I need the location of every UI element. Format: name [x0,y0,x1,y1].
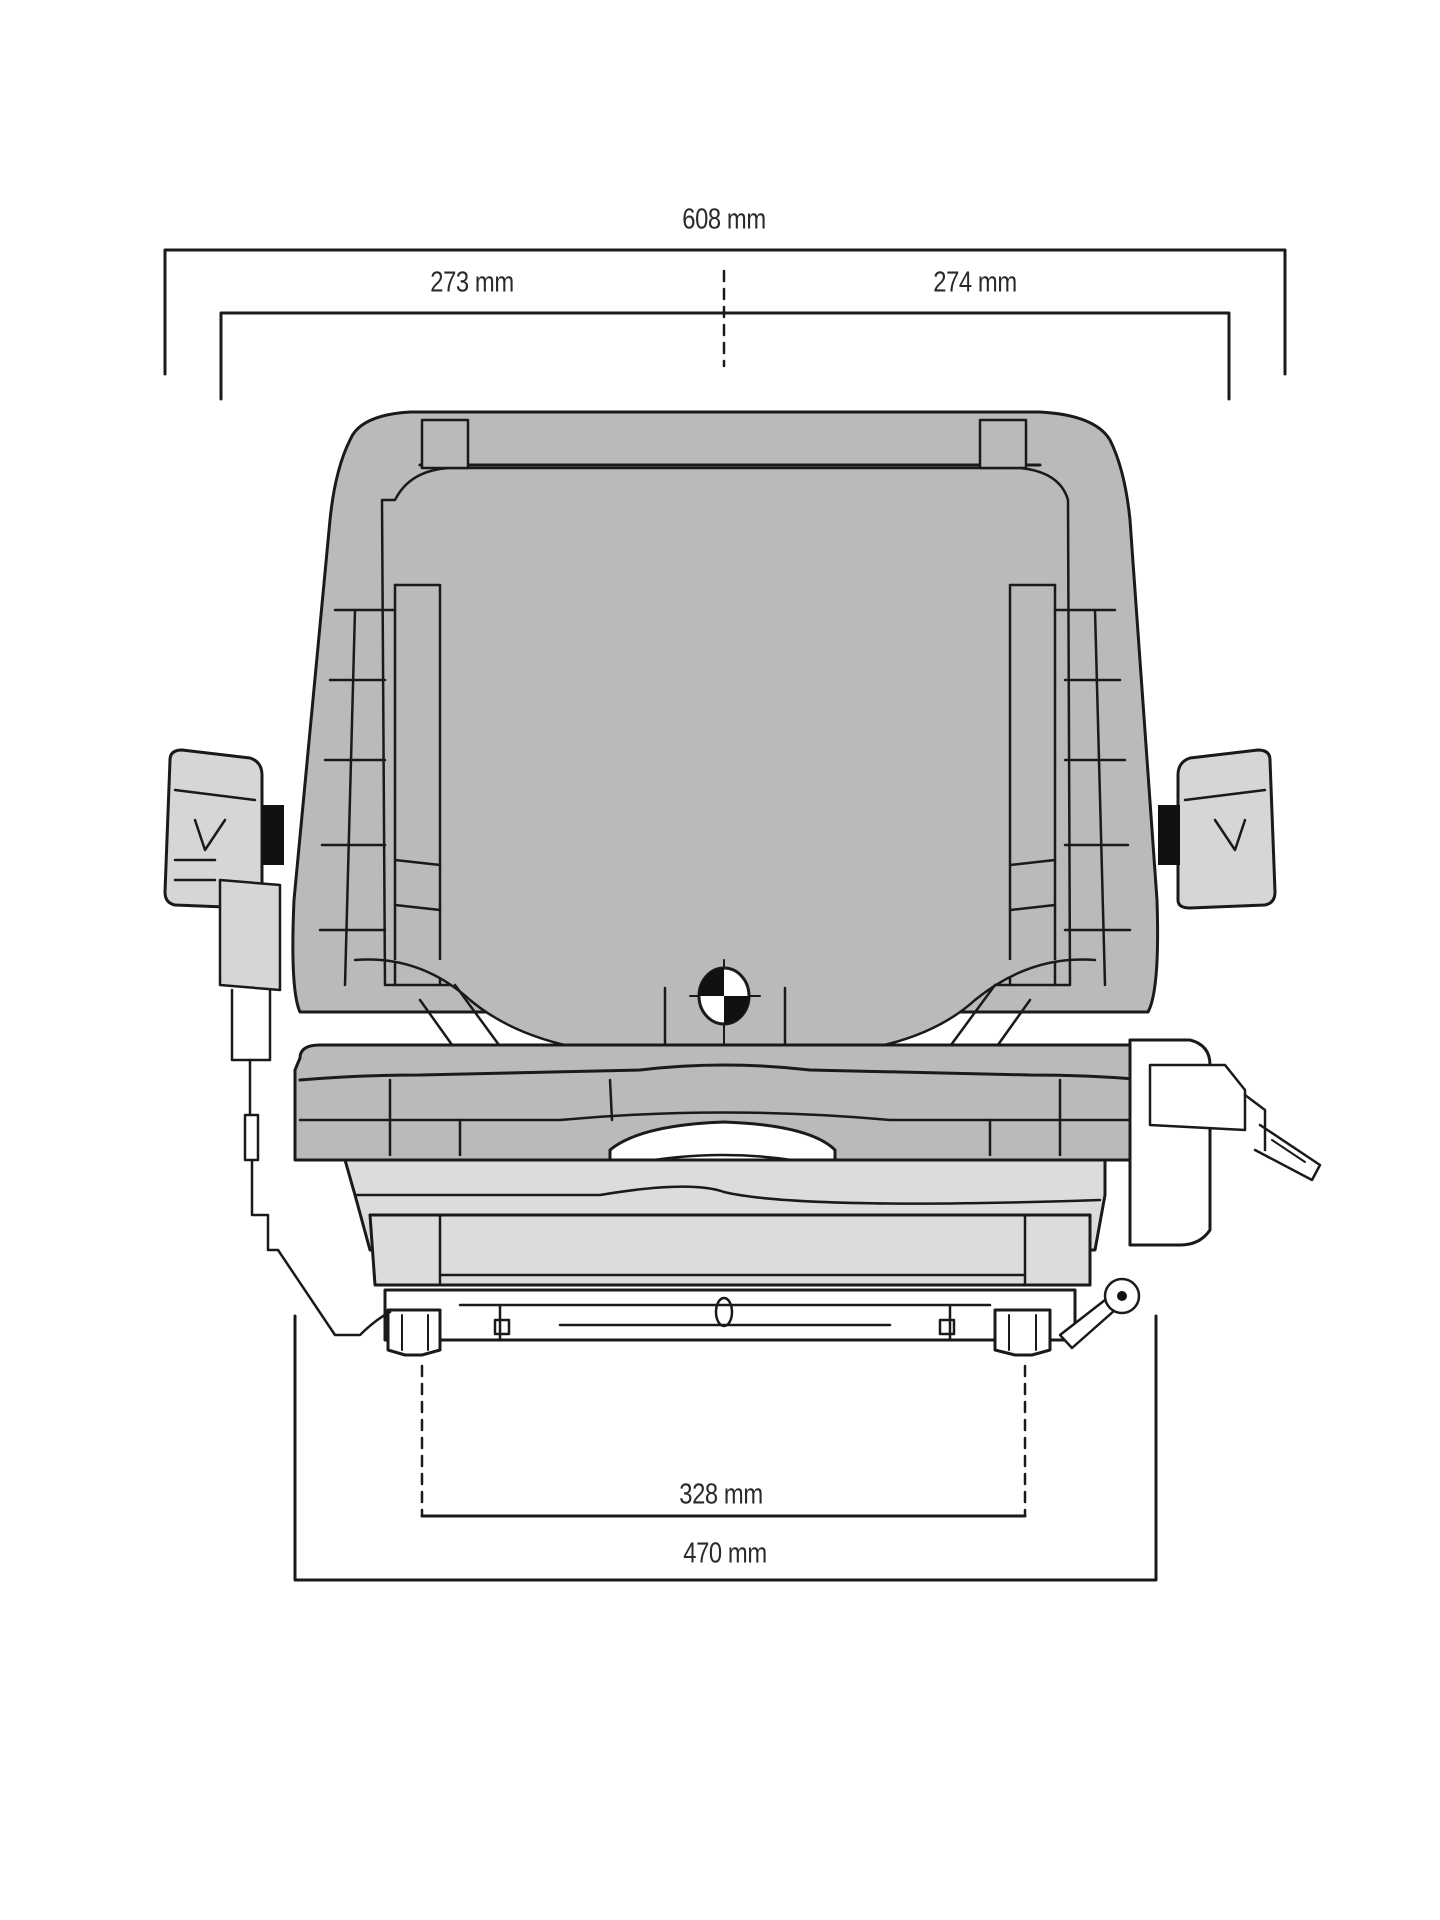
dimension-overall-width [163,248,1287,376]
dimension-base-width [293,1314,1158,1582]
dimension-half-widths [219,269,1231,401]
right-armrest [1158,748,1277,910]
backrest [291,410,1160,1072]
overall-width-label: 608 mm [682,203,766,236]
left-armrest [163,748,392,1337]
left-half-width-label: 273 mm [430,266,514,299]
dimension-rail-spacing [420,1364,1027,1518]
seat-belt-buckle [1128,1038,1322,1247]
rail-spacing-label: 328 mm [679,1478,763,1511]
base-width-label: 470 mm [683,1537,767,1570]
right-half-width-label: 274 mm [933,266,1017,299]
seat-base [343,1158,1141,1357]
